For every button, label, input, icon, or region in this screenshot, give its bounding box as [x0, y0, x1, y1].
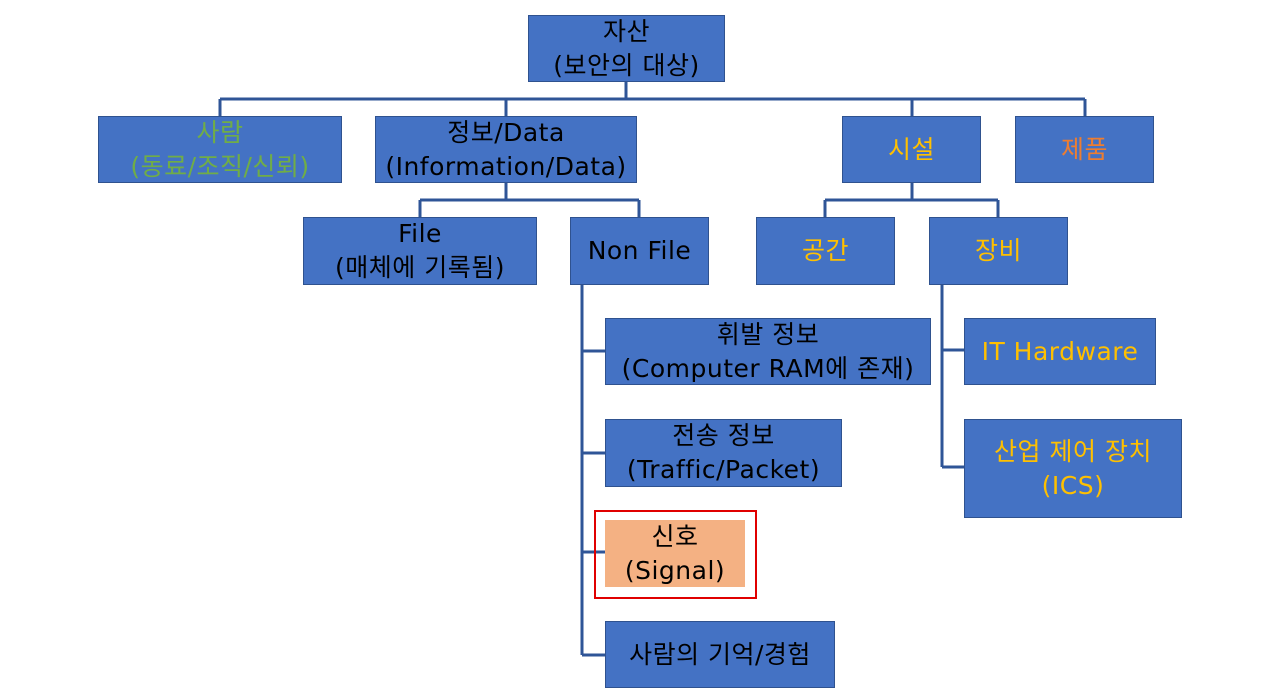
connector-info-children [418, 198, 641, 217]
node-non-file: Non File [570, 217, 709, 285]
node-ics: 산업 제어 장치 (ICS) [964, 419, 1182, 518]
node-signal-line2: (Signal) [624, 555, 726, 585]
node-file-line2: (매체에 기록됨) [335, 253, 505, 282]
node-volatile-info-line2: (Computer RAM에 존재) [621, 353, 915, 383]
node-asset-root-line1: 자산 [602, 16, 650, 46]
node-ics-line2: (ICS) [1041, 470, 1105, 500]
signal-selection-frame [594, 510, 757, 599]
node-information: 정보/Data (Information/Data) [375, 116, 637, 183]
node-volatile-info-line1: 휘발 정보 [716, 319, 820, 349]
node-file-line1: File [398, 219, 442, 248]
node-person: 사람 (동료/조직/신뢰) [98, 116, 342, 183]
node-information-line1: 정보/Data [447, 117, 565, 147]
node-equipment: 장비 [929, 217, 1068, 285]
node-ics-line1: 산업 제어 장치 [994, 436, 1152, 466]
connector-equipment-branches [942, 348, 964, 469]
connector-facility-children [823, 198, 1000, 217]
node-human-memory: 사람의 기억/경험 [605, 621, 835, 688]
node-space: 공간 [756, 217, 895, 285]
node-signal-line1: 신호 [651, 521, 699, 551]
node-equipment-line1: 장비 [974, 236, 1022, 265]
node-non-file-line1: Non File [587, 236, 692, 265]
node-person-line1: 사람 [196, 117, 244, 147]
node-human-memory-line1: 사람의 기억/경험 [629, 639, 811, 669]
node-facility: 시설 [842, 116, 981, 183]
node-transmission-info: 전송 정보 (Traffic/Packet) [605, 419, 842, 487]
node-it-hardware-line1: IT Hardware [981, 336, 1139, 366]
node-facility-line1: 시설 [887, 134, 935, 164]
node-product: 제품 [1015, 116, 1154, 183]
node-transmission-info-line2: (Traffic/Packet) [626, 455, 821, 484]
node-information-line2: (Information/Data) [385, 151, 627, 181]
node-asset-root-line2: (보안의 대상) [553, 50, 700, 80]
node-volatile-info: 휘발 정보 (Computer RAM에 존재) [605, 318, 931, 385]
node-signal: 신호 (Signal) [605, 520, 745, 587]
connector-nonfile-branches [582, 349, 605, 657]
node-product-line1: 제품 [1060, 134, 1108, 164]
node-it-hardware: IT Hardware [964, 318, 1156, 385]
node-asset-root: 자산 (보안의 대상) [528, 15, 725, 82]
node-file: File (매체에 기록됨) [303, 217, 537, 285]
node-person-line2: (동료/조직/신뢰) [130, 151, 310, 181]
node-transmission-info-line1: 전송 정보 [672, 421, 775, 450]
node-space-line1: 공간 [801, 236, 849, 265]
